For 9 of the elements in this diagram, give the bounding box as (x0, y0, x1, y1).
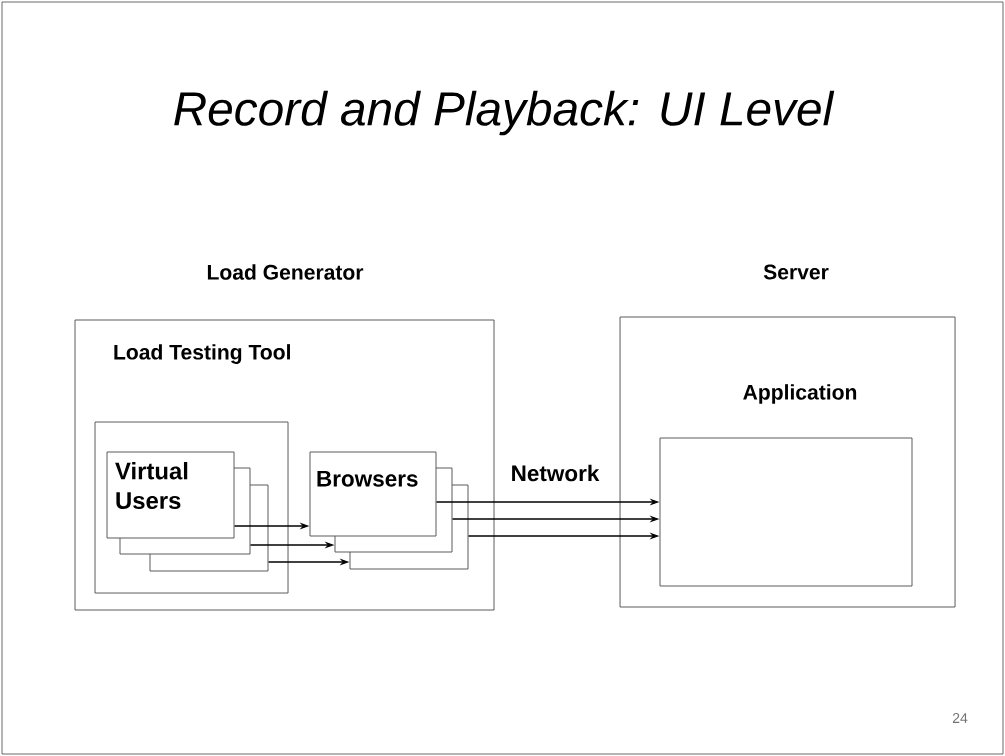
process-box: Application (659, 384, 913, 587)
slide-title: Record and Playback: UI Level (174, 90, 835, 136)
stacked-box: Browsers (309, 451, 469, 570)
stacked-box: Virtual Users (106, 451, 269, 572)
node-label: Server (763, 264, 829, 280)
page-number: 24 (952, 713, 968, 723)
node-label: Load Generator (207, 264, 364, 280)
node-label: Application (743, 384, 857, 404)
network-label: Network (512, 464, 600, 482)
